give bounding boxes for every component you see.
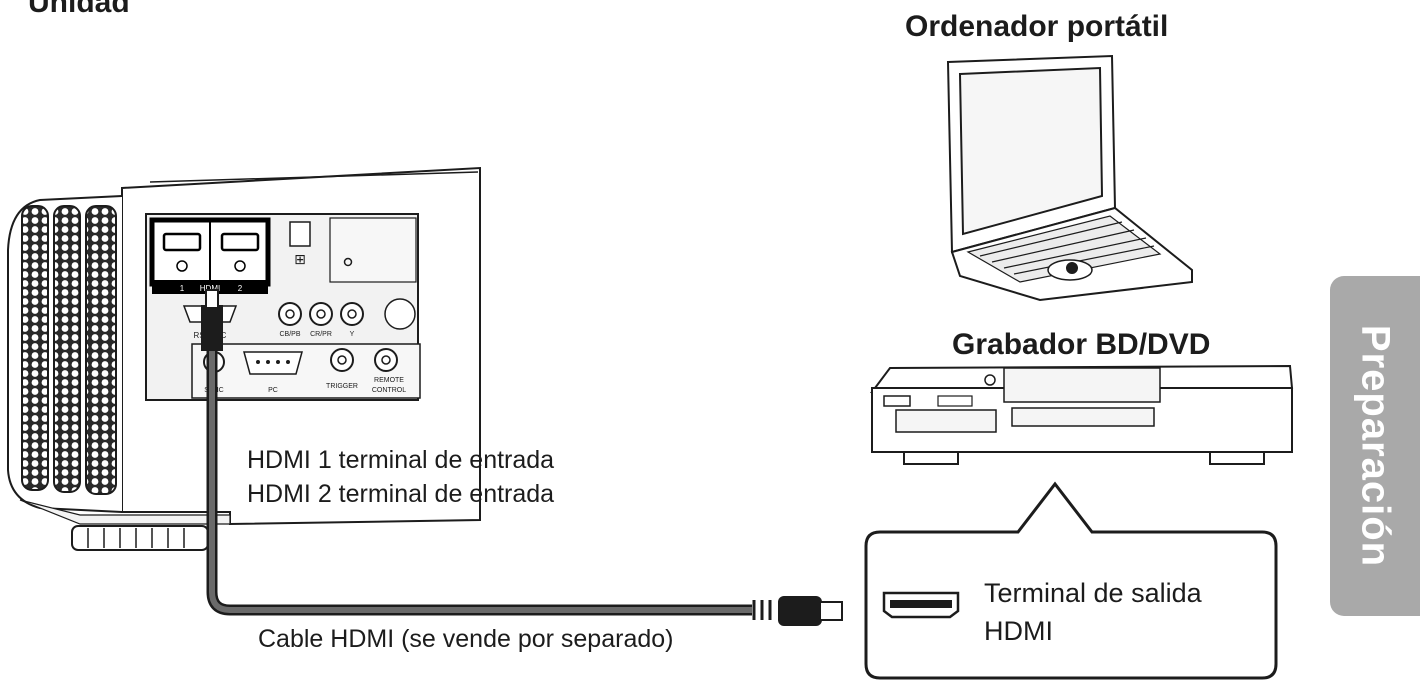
cable-inner	[209, 345, 752, 613]
laptop	[946, 54, 1193, 302]
recorder-foot-left	[903, 451, 959, 465]
cable-plug-projector-tip	[205, 289, 219, 309]
projector-vents	[21, 205, 117, 495]
vent-grille-3	[85, 205, 117, 495]
panel-port-2-label: 2	[238, 284, 243, 293]
remote-control-label-1: REMOTE	[374, 377, 404, 384]
trigger-label: TRIGGER	[326, 383, 358, 390]
panel-port-1-label: 1	[180, 284, 185, 293]
output-callout	[864, 481, 1278, 680]
cable-label: Cable HDMI (se vende por separado)	[258, 625, 674, 653]
recorder-display	[883, 395, 911, 407]
hdmi-output-port-inner	[890, 600, 952, 608]
bd-recorder	[869, 364, 1294, 465]
section-side-tab-label: Preparación	[1353, 324, 1398, 568]
section-side-tab	[1330, 276, 1420, 616]
cable-plug-recorder-tip	[819, 601, 843, 621]
vent-grille-1	[21, 205, 49, 491]
recorder-disc-tray	[1003, 367, 1161, 403]
sensor-round	[384, 298, 416, 330]
output-hdmi-label: HDMI	[984, 616, 1053, 646]
cable-plug-projector	[201, 305, 223, 351]
recorder-panel-right	[1011, 407, 1155, 427]
recorder-title: Grabador BD/DVD	[952, 328, 1211, 361]
cr-pr-label: CR/PR	[310, 331, 332, 338]
panel-hdmi-label: HDMI	[200, 284, 220, 293]
connector-panel: HDMI 1 2 ⊞ RS-232C	[145, 213, 421, 401]
projector-lens-housing	[19, 499, 231, 525]
hdmi-cable	[201, 289, 843, 626]
network-icon: ⊞	[294, 252, 306, 268]
recorder-indicators	[937, 395, 973, 407]
pc-label: PC	[268, 387, 278, 394]
remote-control-label-2: CONTROL	[372, 387, 406, 394]
cable-strain-relief	[752, 600, 772, 620]
unit-title: Unidad	[28, 0, 130, 19]
cb-pb-label: CB/PB	[279, 331, 300, 338]
foot-ridges	[87, 528, 185, 548]
hdmi-screw-2	[234, 260, 246, 272]
hdmi2-input-label: HDMI 2 terminal de entrada	[247, 480, 555, 508]
hdmi-port-1[interactable]	[162, 232, 202, 252]
hdmi-port-2[interactable]	[220, 232, 260, 252]
laptop-screen	[958, 66, 1104, 236]
y-label: Y	[350, 331, 355, 338]
projector-top-edge	[149, 171, 479, 183]
output-terminal-label: Terminal de salida	[984, 578, 1202, 608]
laptop-title: Ordenador portátil	[905, 10, 1169, 43]
service-port-area	[329, 217, 417, 283]
service-hole	[343, 257, 353, 267]
callout-balloon	[864, 481, 1278, 680]
recorder-foot-right	[1209, 451, 1265, 465]
lan-port: ⊞	[289, 221, 311, 268]
cable-plug-recorder	[778, 596, 822, 626]
component-inputs	[278, 298, 416, 330]
hdmi-input-block: HDMI 1 2	[149, 217, 271, 294]
laptop-pointer-button	[1066, 262, 1078, 274]
recorder-panel-left	[895, 409, 997, 433]
projector-foot	[71, 525, 209, 551]
vent-grille-2	[53, 205, 81, 493]
pc-port[interactable]	[243, 351, 303, 375]
hdmi1-input-label: HDMI 1 terminal de entrada	[247, 446, 555, 474]
laptop-keyboard	[966, 215, 1162, 283]
hdmi-screw-1	[176, 260, 188, 272]
recorder-power-button[interactable]	[984, 374, 996, 386]
